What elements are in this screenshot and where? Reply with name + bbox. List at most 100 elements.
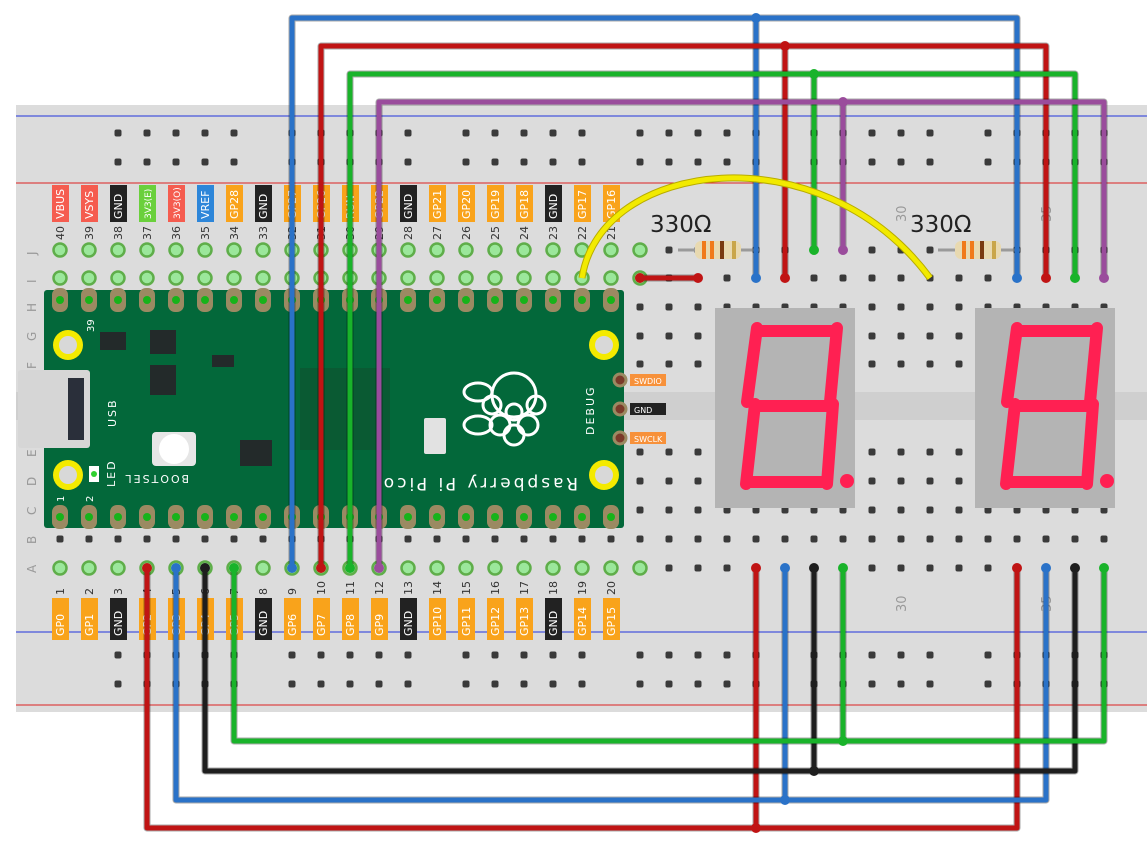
hole-connected xyxy=(226,242,242,258)
resistor-body xyxy=(955,241,1001,259)
wire-black-bottom-end xyxy=(200,563,210,573)
wire-blue-bottom-end xyxy=(1041,563,1051,573)
pico-pin xyxy=(404,513,412,521)
rail-hole xyxy=(578,129,586,137)
pin-label-bg xyxy=(545,598,562,640)
rail-hole xyxy=(491,680,499,688)
pin-label: GP11 xyxy=(460,607,473,636)
wire-red-top[interactable] xyxy=(318,43,1049,568)
pico-pin xyxy=(85,296,93,304)
hole xyxy=(926,564,934,572)
wire-yellow[interactable] xyxy=(579,175,933,280)
resistor-2 xyxy=(938,241,1020,259)
pin-label-bg xyxy=(197,185,214,222)
hole-connected xyxy=(487,270,503,286)
rail-hole xyxy=(462,158,470,166)
pin-label: GND xyxy=(112,611,125,636)
pico-pin xyxy=(520,296,528,304)
wire-blue-top[interactable] xyxy=(289,15,1020,568)
hole xyxy=(230,535,238,543)
pin-label: VBUS xyxy=(54,189,67,219)
rail-hole xyxy=(636,158,644,166)
hole-connected xyxy=(632,560,648,576)
hole-connected xyxy=(52,270,68,286)
hole xyxy=(781,506,789,514)
hole xyxy=(897,274,905,282)
hole xyxy=(665,332,673,340)
raspberry-pi-pico: VBUS40VSYS39GND383V3(E)373V3(O)36VREF35G… xyxy=(18,185,666,640)
hole xyxy=(1042,535,1050,543)
pico-pin xyxy=(491,296,499,304)
wire-blue-bottom-end xyxy=(171,563,181,573)
hole xyxy=(665,448,673,456)
hole xyxy=(723,564,731,572)
hole xyxy=(694,448,702,456)
resistor-body xyxy=(695,241,741,259)
segment xyxy=(1017,400,1097,412)
hole xyxy=(549,535,557,543)
hole xyxy=(868,535,876,543)
debug-pin-label: SWCLK xyxy=(634,435,663,444)
hole xyxy=(665,246,673,254)
pin-label: GND xyxy=(112,194,125,219)
hole xyxy=(955,332,963,340)
pin-label-bg xyxy=(226,185,243,222)
wire-red-short-end xyxy=(635,273,645,283)
hole xyxy=(636,360,644,368)
hole xyxy=(984,564,992,572)
rp2040-chip xyxy=(300,368,390,450)
wire-black-bottom-branch-end xyxy=(809,766,819,776)
pin-label-bg xyxy=(255,598,272,640)
pin-label: GND xyxy=(547,194,560,219)
wire-red-bottom[interactable] xyxy=(144,568,1020,831)
usb-label: USB xyxy=(106,398,119,427)
pin-number: 9 xyxy=(286,588,299,595)
rail-hole xyxy=(404,129,412,137)
hole xyxy=(926,506,934,514)
rail-hole xyxy=(143,158,151,166)
hole xyxy=(781,535,789,543)
pin-label-bg xyxy=(400,185,417,222)
pin-label-bg xyxy=(516,598,533,640)
hole xyxy=(868,303,876,311)
hole xyxy=(955,535,963,543)
rail-hole xyxy=(636,680,644,688)
rail-hole xyxy=(230,129,238,137)
rail-hole xyxy=(317,651,325,659)
rail-hole xyxy=(694,651,702,659)
wire-black-bottom[interactable] xyxy=(202,568,1078,774)
rail-hole xyxy=(114,158,122,166)
raspberry-logo-icon xyxy=(462,371,547,447)
debug-pin-label: SWDIO xyxy=(634,377,662,386)
hole-connected xyxy=(168,242,184,258)
wire-black-bottom-branch-end xyxy=(809,563,819,573)
pin-label-bg xyxy=(429,185,446,222)
wire-green-top[interactable] xyxy=(347,71,1078,568)
rail-hole xyxy=(868,680,876,688)
hole-connected xyxy=(400,560,416,576)
hole xyxy=(926,535,934,543)
rail-hole xyxy=(462,680,470,688)
wire-purple-top-end xyxy=(374,563,384,573)
hole-connected xyxy=(52,242,68,258)
seven-segment-display-1 xyxy=(715,308,855,508)
wire-green-top-end xyxy=(345,563,355,573)
hole xyxy=(897,535,905,543)
wire-red-bottom-end xyxy=(1012,563,1022,573)
segment xyxy=(1001,322,1023,408)
hole xyxy=(1013,506,1021,514)
hole xyxy=(578,535,586,543)
pico-pin xyxy=(114,296,122,304)
row-letter: G xyxy=(25,332,39,341)
hole-connected xyxy=(400,242,416,258)
hole xyxy=(984,506,992,514)
hole xyxy=(694,535,702,543)
hole xyxy=(694,360,702,368)
pin-number: 20 xyxy=(605,581,618,595)
debug-label: DEBUG xyxy=(584,385,597,435)
wire-purple-top[interactable] xyxy=(376,99,1107,568)
column-number: 30 xyxy=(895,595,910,612)
wire-green-bottom[interactable] xyxy=(231,568,1107,744)
wire-blue-bottom[interactable] xyxy=(173,568,1049,803)
